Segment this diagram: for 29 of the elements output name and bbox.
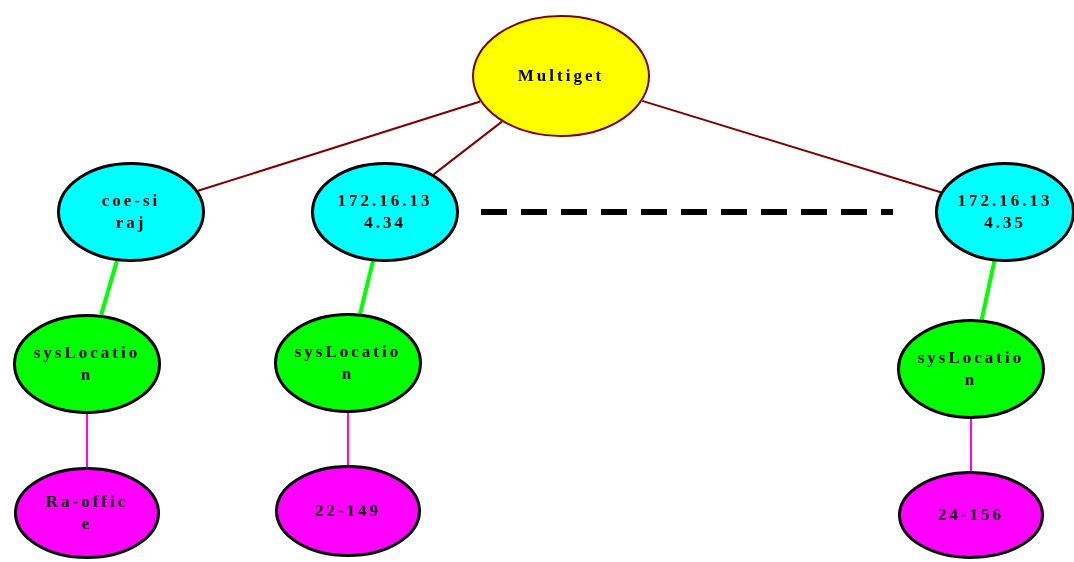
connector-line [86,413,88,468]
dashed-connector [481,209,893,215]
node-label: 24-156 [936,504,1006,526]
connector-line [197,100,482,192]
node-label: 22-149 [313,500,383,522]
connector-line [347,412,349,466]
node-label: sysLocation [293,341,403,385]
node-label: 172.16.134.35 [956,190,1054,234]
connector-line [979,261,997,320]
node-label: sysLocation [916,347,1026,391]
node-label: 172.16.134.34 [336,190,434,234]
ellipse-node [897,319,1045,419]
ellipse-node [311,162,459,262]
ellipse-node [274,313,422,413]
ellipse-node [275,465,421,557]
connector-line [432,120,503,176]
node-label: Multiget [516,65,606,87]
ellipse-node [14,467,160,559]
connector-line [358,260,375,315]
ellipse-node [13,314,161,414]
ellipse-node [472,15,650,137]
ellipse-node [57,162,205,262]
node-label: sysLocation [32,342,142,386]
ellipse-node [898,471,1044,559]
node-label: Ra-office [44,491,130,535]
connector-line [970,418,972,472]
connector-line [99,260,119,316]
connector-line [641,99,942,194]
node-label: coe-siraj [101,190,161,234]
